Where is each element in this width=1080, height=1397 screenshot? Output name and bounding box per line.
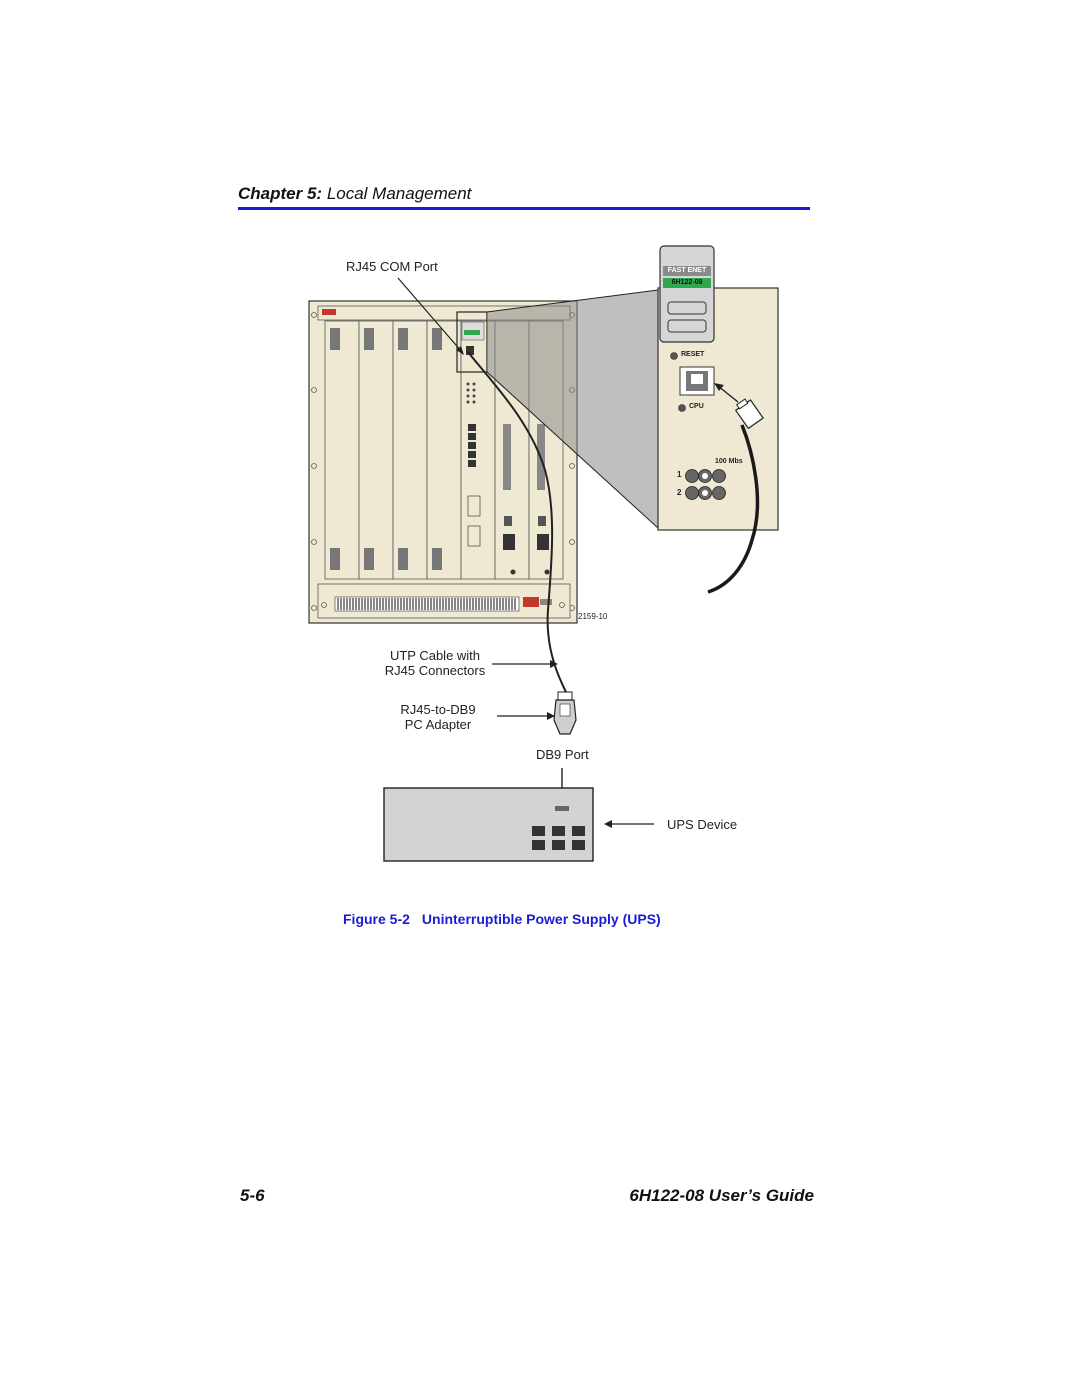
figure-number: Figure 5-2 [343, 911, 410, 927]
figure-caption: Figure 5-2 Uninterruptible Power Supply (… [343, 911, 661, 927]
chapter-header: Chapter 5: Local Management [238, 184, 471, 204]
chapter-rule [238, 207, 810, 210]
ups-device-label: UPS Device [667, 817, 738, 832]
utp-cable-label: UTP Cable with RJ45 Connectors [380, 648, 490, 678]
adapter-label: RJ45-to-DB9 PC Adapter [388, 702, 488, 732]
adapter-label-line2: PC Adapter [404, 717, 472, 732]
ups-device [383, 787, 594, 862]
module-model-label: 6H122-08 [671, 279, 703, 286]
adapter-label-line1: RJ45-to-DB9 [400, 702, 476, 717]
figure-title: Uninterruptible Power Supply (UPS) [421, 911, 661, 927]
drawing-number: 2159-10 [578, 612, 608, 621]
guide-title: 6H122-08 User’s Guide [629, 1186, 814, 1205]
chapter-title: Local Management [326, 184, 472, 203]
module-name-label: FAST ENET [667, 267, 707, 274]
page-number: 5-6 [240, 1186, 265, 1205]
utp-cable-label-line1: UTP Cable with [389, 648, 481, 663]
port-1-label: 1 [677, 470, 682, 479]
cpu-label: CPU [689, 403, 704, 410]
utp-cable-label-line2: RJ45 Connectors [384, 663, 486, 678]
db9-port-label: DB9 Port [536, 747, 589, 762]
zoom-wedge [487, 290, 658, 528]
chapter-number: Chapter 5: [238, 184, 323, 203]
rj45-com-port-label: RJ45 COM Port [346, 259, 438, 274]
port-2-label: 2 [677, 488, 682, 497]
chassis [308, 300, 578, 624]
rj45-db9-adapter [553, 691, 577, 735]
speed-label: 100 Mbs [715, 458, 743, 465]
reset-label: RESET [681, 351, 705, 358]
